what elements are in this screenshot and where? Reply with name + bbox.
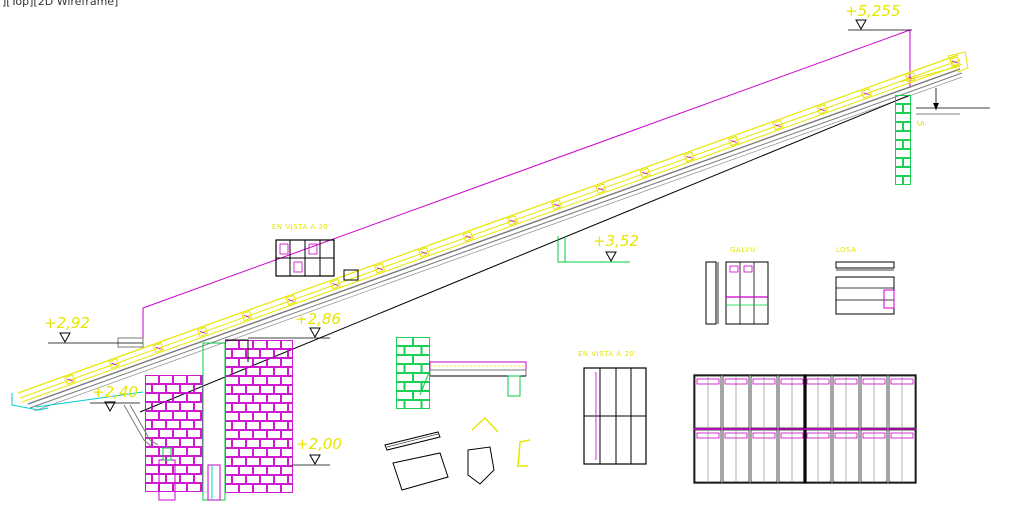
detail-loose-pieces [384,417,531,491]
svg-text:5: 5 [914,120,925,126]
detail-tile-grid-2 [803,374,917,484]
detail-view-b: EN VISTA A 20' [578,350,647,465]
level-marker-mid: +3,52 [557,232,639,263]
roof-outline-magenta [142,29,911,345]
detail-tile-grid-1 [693,374,807,484]
detail-view-a: EN VISTA A 20' [272,223,359,281]
level-marker-eave-left: +2,92 [44,314,143,344]
level-marker-top: +5,255 [845,2,912,31]
level-label-eave-left: +2,92 [44,314,90,332]
level-label-wall-top: +2,86 [295,310,341,328]
level-label-mid: +3,52 [593,232,639,250]
level-marker-floor: +2,00 [292,435,342,466]
note-view-b: EN VISTA A 20' [578,350,637,358]
level-label-top: +5,255 [845,2,901,20]
detail-losa: LOSA [835,246,895,315]
detail-galvu: GALVU [705,246,769,325]
left-brick-wall [11,337,293,501]
level-label-gutter: +2,40 [92,383,138,401]
detail-slab-section [396,337,527,409]
level-marker-gutter: +2,40 [90,383,140,413]
viewport-label[interactable]: ][Top][2D Wireframe] [2,0,119,8]
roof-assembly: 5 [17,29,990,413]
right-brick-column [895,95,911,185]
note-detail-1: GALVU [730,246,756,254]
level-marker-wall-top: +2,86 [248,310,341,339]
note-detail-2: LOSA [836,246,857,254]
note-view-a: EN VISTA A 20' [272,223,331,231]
level-label-floor: +2,00 [296,435,342,453]
tile-clips [64,56,961,385]
